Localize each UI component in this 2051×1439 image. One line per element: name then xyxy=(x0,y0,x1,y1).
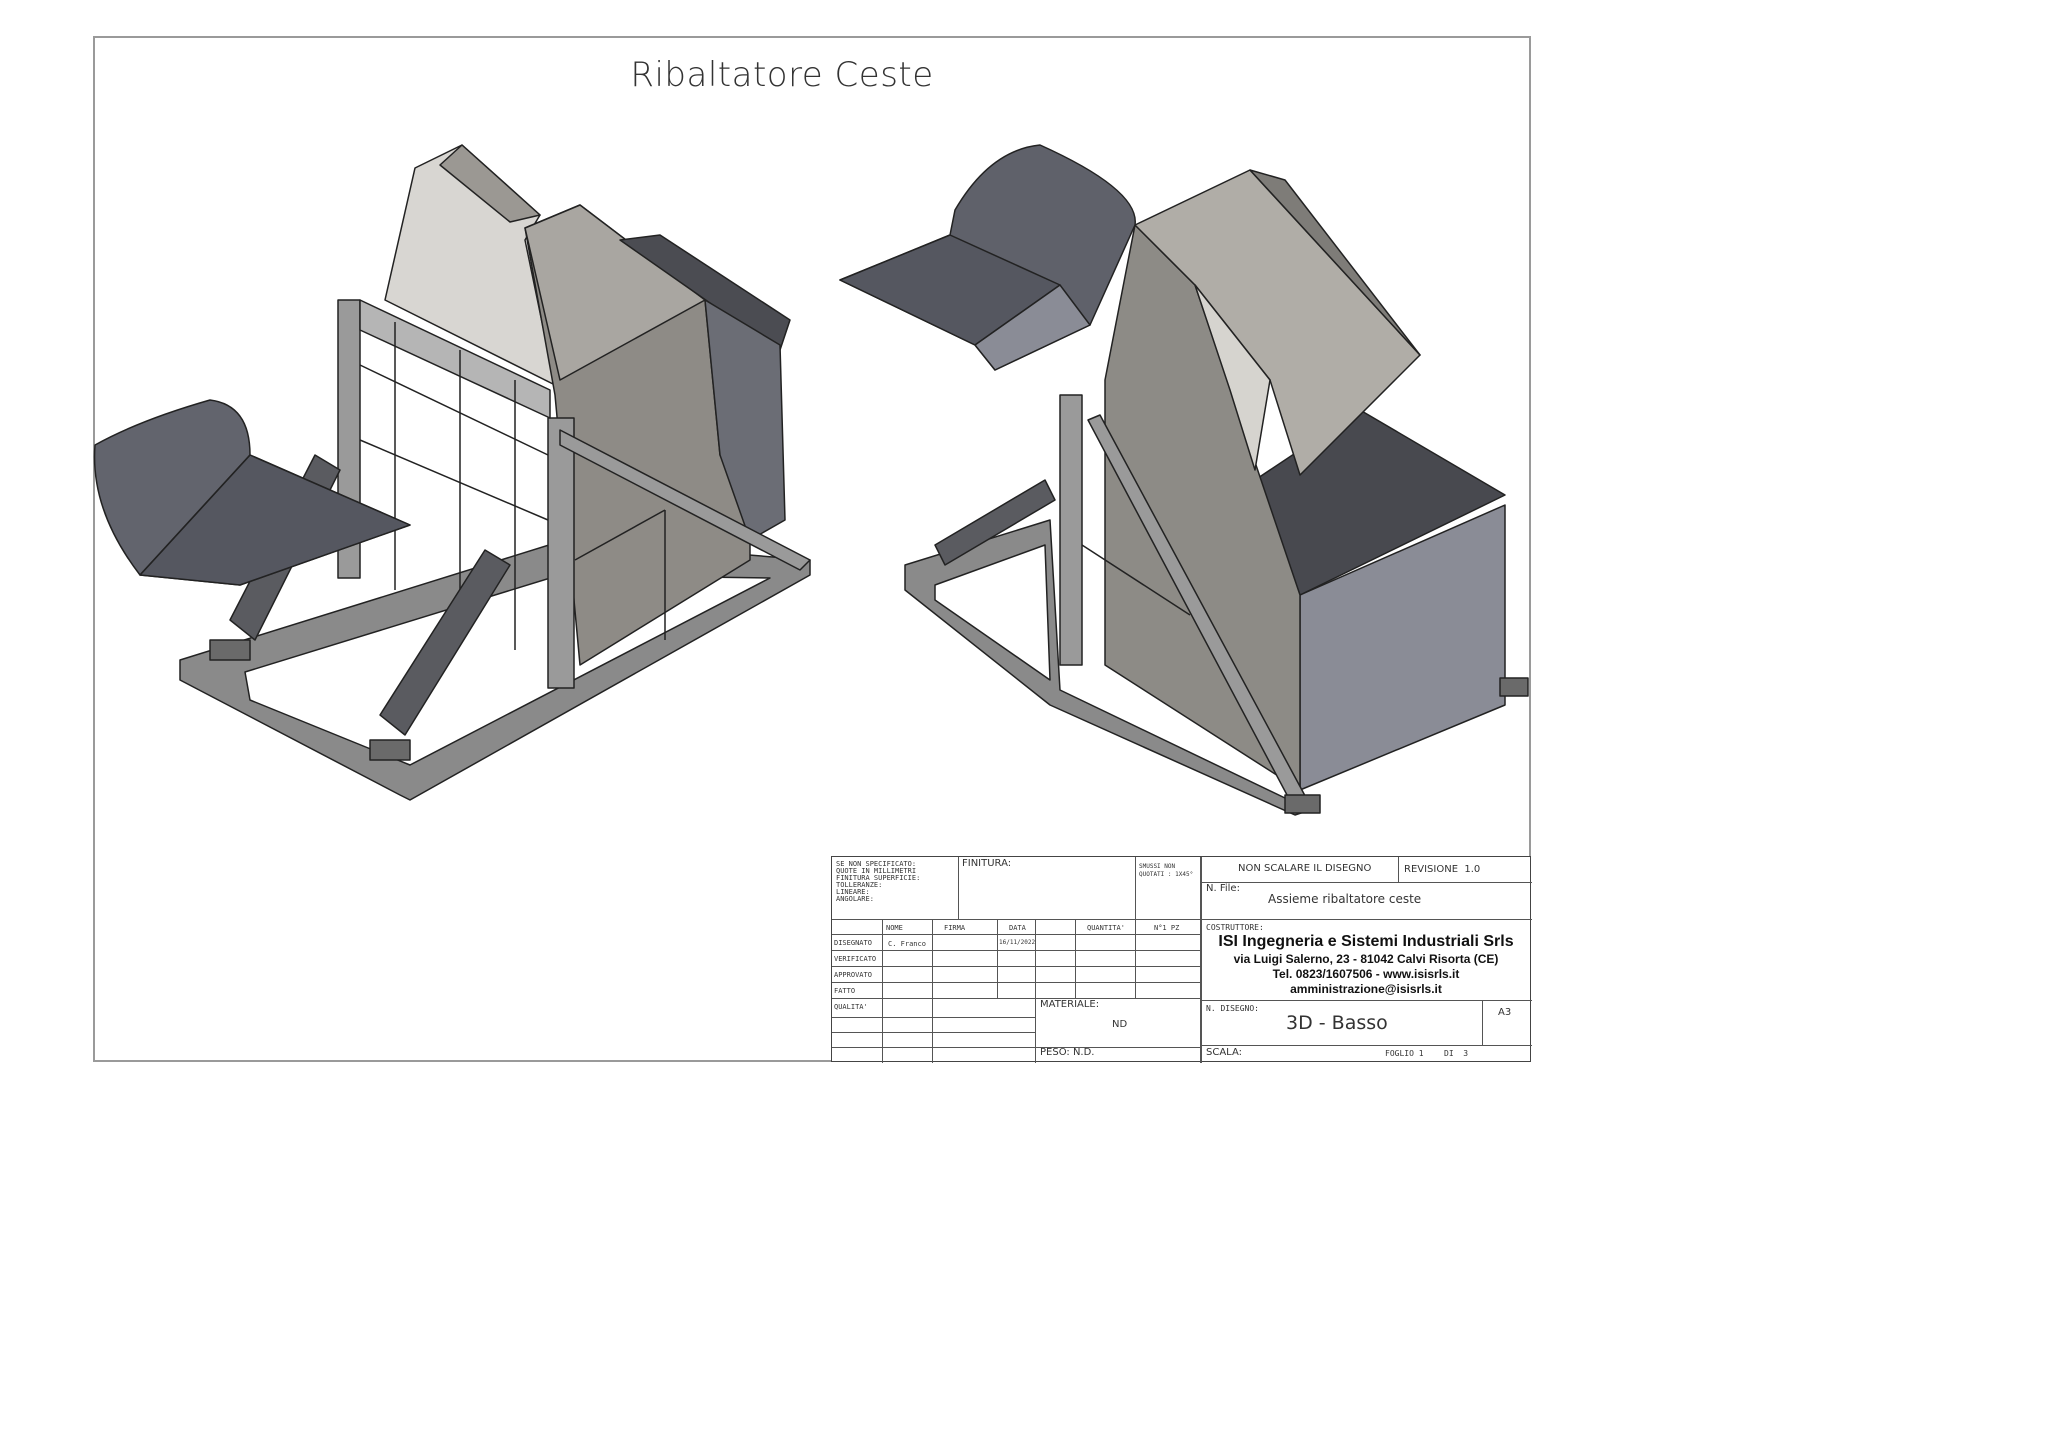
revision: REVISIONE 1.0 xyxy=(1404,864,1481,875)
material-value: ND xyxy=(1112,1019,1128,1030)
drawing-number: 3D - Basso xyxy=(1286,1012,1388,1034)
edges-label-2: QUOTATI : 1X45° xyxy=(1139,871,1194,878)
tolerance-line-1: SE NON SPECIFICATO: xyxy=(836,860,917,868)
weight: PESO: N.D. xyxy=(1040,1047,1095,1058)
left-frame-post-2 xyxy=(547,417,575,689)
header-signature: FIRMA xyxy=(944,924,966,932)
row-made: FATTO xyxy=(834,987,856,995)
company-contacts: Tel. 0823/1607506 - www.isisrls.it xyxy=(1272,967,1460,981)
sheet-total: DI 3 xyxy=(1444,1049,1469,1058)
drawing-frame xyxy=(93,36,1531,1062)
header-pieces: N°1 PZ xyxy=(1154,924,1180,932)
finish-label: FINITURA: xyxy=(962,858,1012,869)
drawn-name: C. Franco xyxy=(888,940,926,948)
header-date: DATA xyxy=(1009,924,1026,932)
row-checked: VERIFICATO xyxy=(834,955,877,963)
file-label: N. File: xyxy=(1206,883,1240,894)
company-address: via Luigi Salerno, 23 - 81042 Calvi Riso… xyxy=(1233,952,1499,966)
header-name: NOME xyxy=(886,924,903,932)
do-not-scale: NON SCALARE IL DISEGNO xyxy=(1238,863,1372,874)
right-frame-post xyxy=(1059,394,1083,666)
company-email: amministrazione@isisrls.it xyxy=(1290,982,1442,996)
left-rear-panel xyxy=(619,234,791,351)
tolerance-line-4: TOLLERANZE: xyxy=(836,881,883,889)
left-brace xyxy=(559,429,811,571)
isometric-views xyxy=(93,144,1529,816)
sheet-number: FOGLIO 1 xyxy=(1385,1049,1424,1058)
tolerance-line-6: ANGOLARE: xyxy=(836,895,874,903)
company-name: ISI Ingegneria e Sistemi Industriali Srl… xyxy=(1218,933,1514,950)
row-approved: APPROVATO xyxy=(834,971,872,979)
right-cylinder xyxy=(934,479,1056,566)
left-view xyxy=(93,144,811,801)
tolerance-line-5: LINEARE: xyxy=(836,888,870,896)
drawn-date: 16/11/2022 xyxy=(999,939,1036,946)
row-drawn: DISEGNATO xyxy=(834,939,872,947)
edges-label-1: SMUSSI NON xyxy=(1139,863,1176,870)
drawing-no-label: N. DISEGNO: xyxy=(1206,1004,1259,1013)
builder-label: COSTRUTTORE: xyxy=(1206,923,1264,932)
paper-format: A3 xyxy=(1498,1007,1512,1018)
material-label: MATERIALE: xyxy=(1040,999,1100,1010)
scale-label: SCALA: xyxy=(1206,1047,1243,1058)
title-block: SE NON SPECIFICATO: QUOTE IN MILLIMETRI … xyxy=(831,856,1532,1063)
tolerance-line-2: QUOTE IN MILLIMETRI xyxy=(836,867,917,875)
right-view xyxy=(839,144,1529,816)
header-quantity: QUANTITA' xyxy=(1087,924,1125,932)
row-quality: QUALITA' xyxy=(834,1003,868,1011)
file-name: Assieme ribaltatore ceste xyxy=(1268,892,1422,906)
drawing-title: Ribaltatore Ceste xyxy=(630,55,934,95)
tolerance-line-3: FINITURA SUPERFICIE: xyxy=(836,874,921,882)
left-cylinder-1 xyxy=(379,549,511,736)
